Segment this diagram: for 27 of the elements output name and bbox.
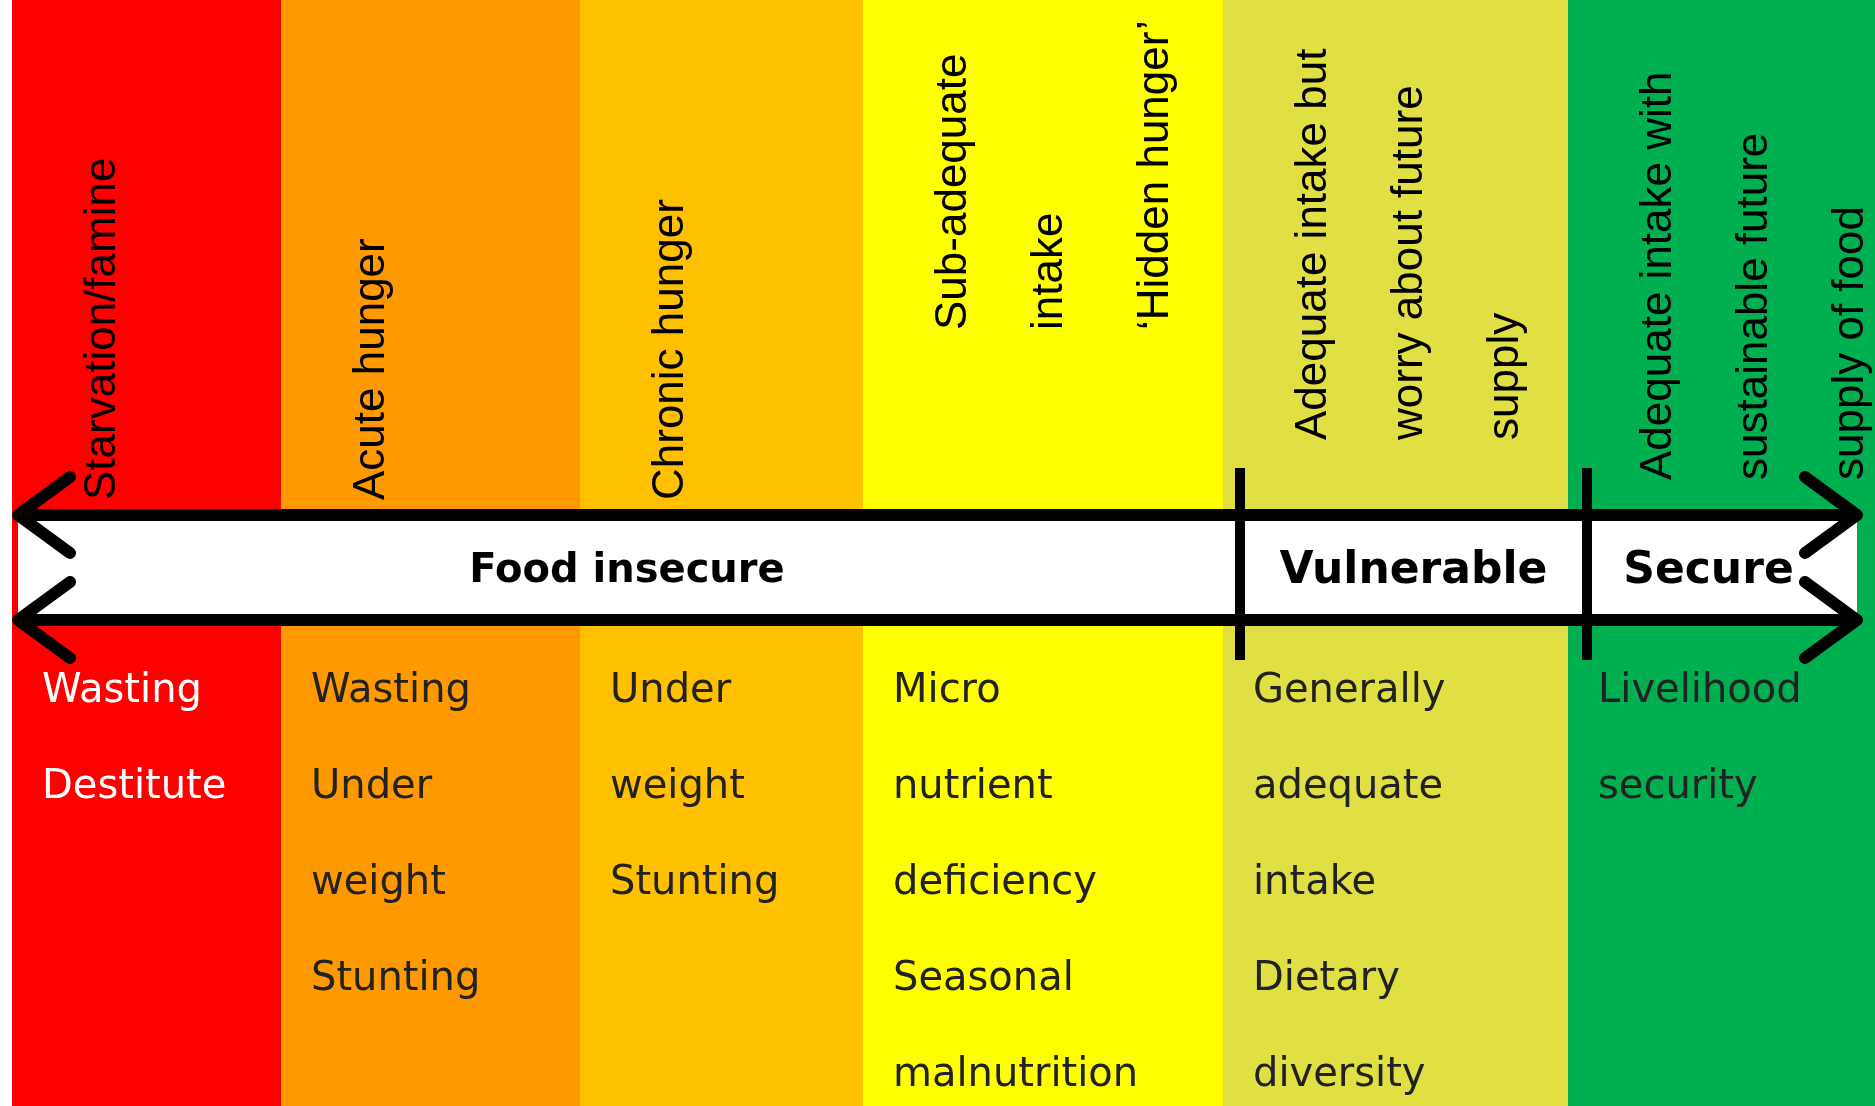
condition-text: Micro nutrient deficiency bbox=[893, 664, 1098, 905]
condition-text: Destitute bbox=[42, 760, 228, 809]
heading-text: Sub-adequate intake bbox=[925, 52, 1072, 330]
category-label: Vulnerable bbox=[1279, 541, 1548, 595]
condition-text: Livelihood security bbox=[1598, 664, 1803, 809]
condition-text: Wasting bbox=[42, 664, 203, 713]
heading-text: Starvation/famine bbox=[74, 156, 125, 500]
category-label: Secure bbox=[1623, 541, 1794, 595]
condition-text: Dietary diversity bbox=[1253, 952, 1427, 1097]
color-band bbox=[1568, 0, 1875, 1106]
heading-text: Acute hunger bbox=[343, 237, 394, 500]
condition-text: Stunting bbox=[311, 952, 482, 1001]
condition-text: Stunting bbox=[610, 856, 781, 905]
heading-text: Adequate intake with sustainable future supply of food bbox=[1630, 70, 1873, 480]
heading-text: ‘Hidden hunger’ bbox=[1127, 19, 1178, 330]
condition-text: Under weight bbox=[311, 760, 447, 905]
condition-text: Generally adequate intake bbox=[1253, 664, 1447, 905]
color-band bbox=[1223, 0, 1568, 1106]
color-band bbox=[281, 0, 580, 1106]
color-band bbox=[580, 0, 863, 1106]
category-label: Food insecure bbox=[469, 544, 785, 593]
heading-text: Chronic hunger bbox=[642, 198, 693, 500]
color-band bbox=[863, 0, 1223, 1106]
condition-text: Under weight bbox=[610, 664, 746, 809]
heading-text: Adequate intake but worry about future supply bbox=[1285, 47, 1528, 440]
condition-text: Wasting bbox=[311, 664, 472, 713]
condition-text: Seasonal malnutrition bbox=[893, 952, 1133, 1097]
